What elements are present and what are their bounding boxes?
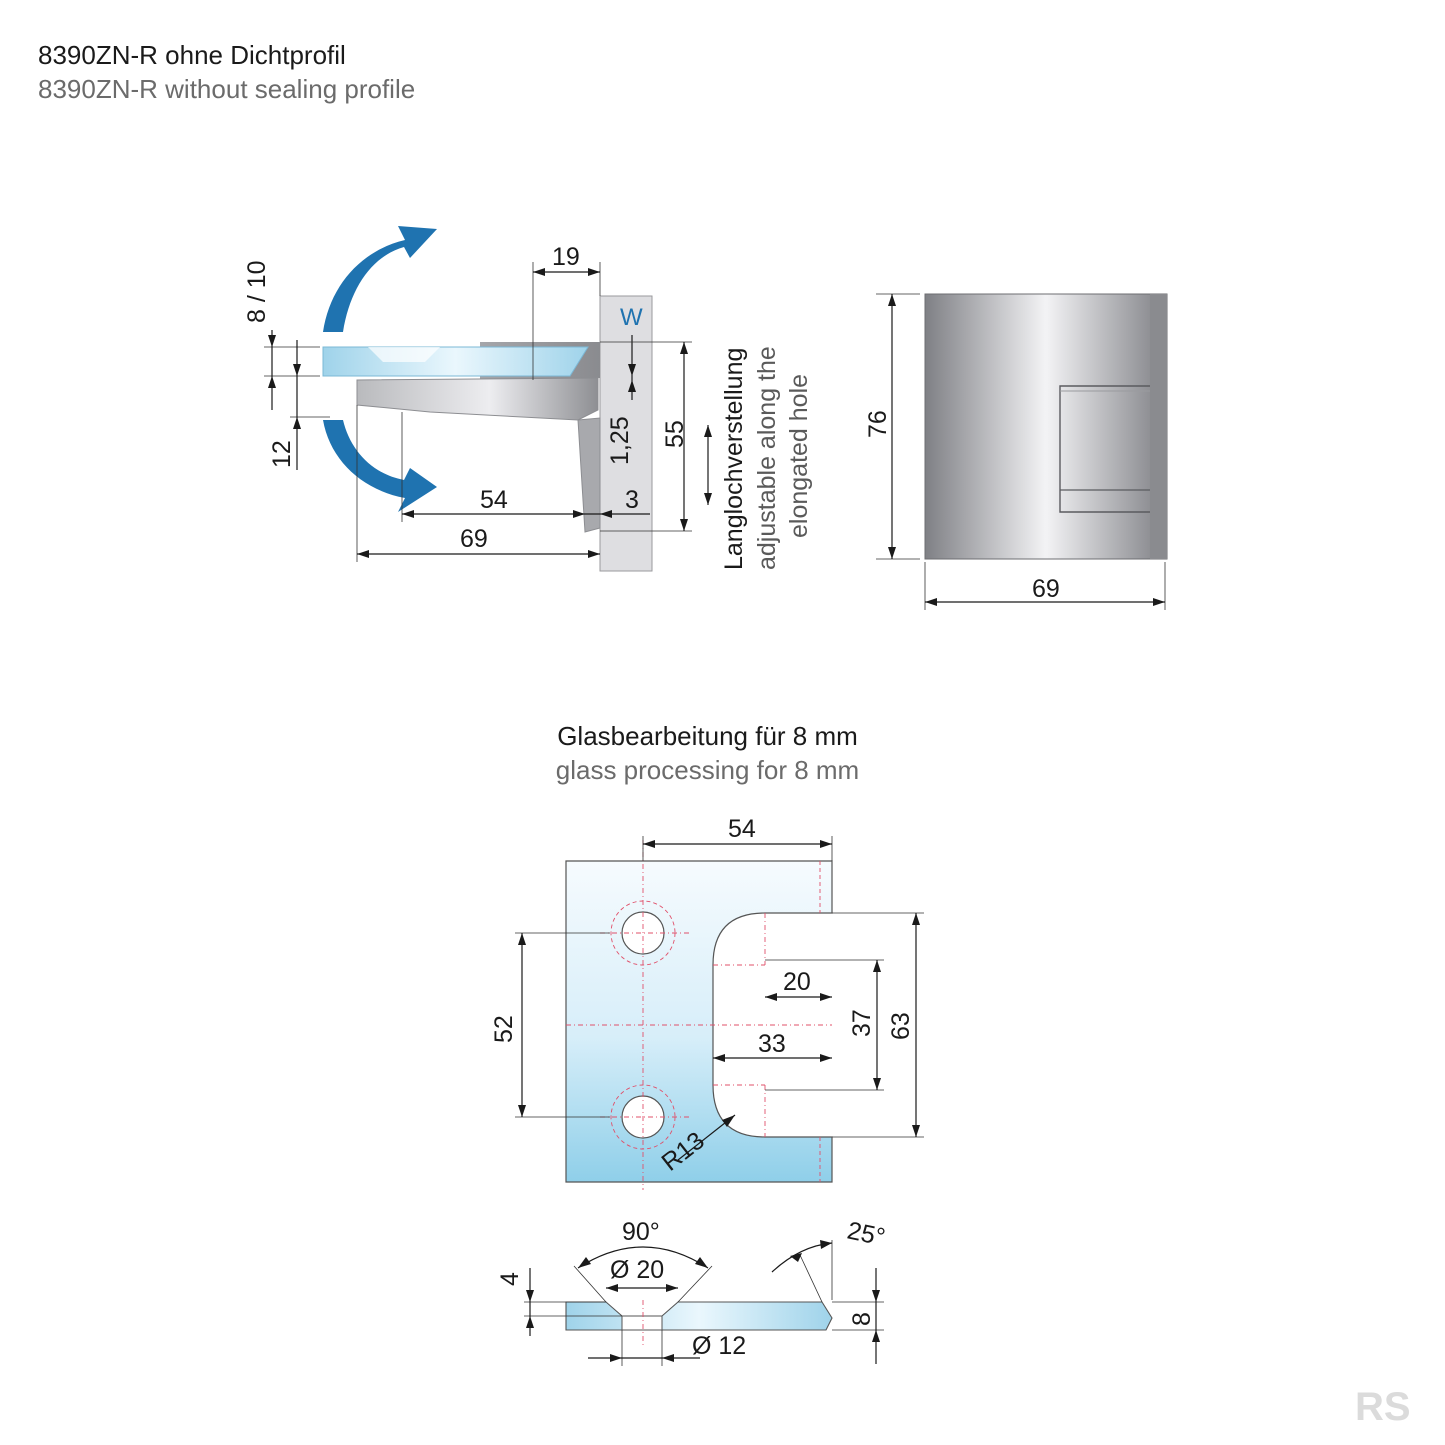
hinge-front-body (924, 293, 1168, 560)
svg-text:33: 33 (758, 1030, 786, 1058)
dim-notch-depth: 33 (713, 1030, 832, 1062)
title-english: 8390ZN-R without sealing profile (38, 74, 416, 104)
glass-panel-side (322, 346, 589, 377)
dim-offset: 3 (585, 486, 650, 518)
dim-depth: 4 (496, 1268, 622, 1336)
glass-section: 90° Ø 20 Ø 12 4 (496, 1216, 888, 1366)
glass-processing-title-german: Glasbearbeitung für 8 mm (557, 721, 858, 751)
svg-text:25°: 25° (845, 1216, 888, 1251)
dim-front-width: 69 (924, 562, 1166, 610)
countersink-top (368, 347, 440, 362)
svg-text:3: 3 (625, 486, 639, 514)
dim-thickness: 8 (832, 1268, 884, 1364)
dim-bevel-angle: 25° (771, 1216, 888, 1303)
svg-text:90°: 90° (622, 1218, 660, 1246)
wall-label: W (620, 304, 643, 331)
adjust-arrow-icon (704, 425, 712, 505)
dim-gap: 12 (268, 340, 330, 470)
dim-hole-spacing: 52 (490, 932, 610, 1118)
glass-processing-plan: 54 52 20 33 (490, 815, 924, 1190)
svg-text:RS: RS (1355, 1385, 1411, 1429)
front-view: 76 69 (864, 293, 1168, 610)
svg-text:Ø 20: Ø 20 (610, 1256, 664, 1284)
svg-text:76: 76 (864, 410, 892, 438)
note-english-1: adjustable along the (753, 346, 781, 570)
dim-notch-height: 63 (832, 912, 924, 1138)
svg-text:4: 4 (496, 1272, 524, 1286)
svg-text:20: 20 (783, 968, 811, 996)
glass-plate-plan (565, 860, 833, 1183)
svg-text:69: 69 (1032, 575, 1060, 603)
dim-notch-inner: 20 (765, 968, 832, 1001)
svg-text:12: 12 (268, 440, 296, 468)
rotation-arrow-down-icon (323, 420, 437, 512)
dim-front-height: 76 (864, 293, 920, 560)
hinge-front-notch (1059, 385, 1150, 513)
dim-hole-diameter: Ø 12 (588, 1330, 746, 1366)
svg-text:19: 19 (552, 243, 580, 271)
svg-text:8: 8 (848, 1312, 876, 1326)
svg-text:1,25: 1,25 (606, 416, 634, 465)
svg-text:54: 54 (480, 486, 508, 514)
rotation-arrow-up-icon (323, 226, 437, 332)
hinge-front-edge (1150, 294, 1167, 559)
glass-processing-title-english: glass processing for 8 mm (555, 755, 860, 785)
dim-plate-width: 54 (642, 815, 833, 861)
svg-text:52: 52 (490, 1015, 518, 1043)
svg-text:Ø 12: Ø 12 (692, 1332, 746, 1360)
hinge-lower-clamp (356, 377, 599, 421)
hinge-vertical-leg (577, 417, 601, 533)
svg-text:37: 37 (848, 1009, 876, 1037)
title-german: 8390ZN-R ohne Dichtprofil (38, 40, 346, 70)
note-german: Langlochverstellung (720, 348, 748, 570)
rs-logo: RS (1355, 1385, 1411, 1429)
svg-text:63: 63 (887, 1012, 915, 1040)
dim-top-width: 19 (532, 243, 601, 380)
dim-inner-length: 54 (401, 412, 585, 522)
svg-text:54: 54 (728, 815, 756, 843)
dim-countersink-diameter: Ø 20 (606, 1256, 678, 1292)
dim-total-length: 69 (356, 405, 600, 562)
svg-text:55: 55 (661, 420, 689, 448)
dim-height: 55 (600, 341, 692, 532)
svg-text:69: 69 (460, 525, 488, 553)
dim-glass-thickness: 8 / 10 (243, 260, 320, 410)
side-view: W 8 / 10 12 (243, 226, 813, 572)
dim-notch-inner-height: 37 (765, 959, 884, 1091)
dim-adjust: 1,25 (606, 335, 636, 465)
note-english-2: elongated hole (785, 374, 813, 538)
dim-countersink-angle: 90° (573, 1218, 713, 1303)
svg-text:8 / 10: 8 / 10 (243, 260, 271, 323)
